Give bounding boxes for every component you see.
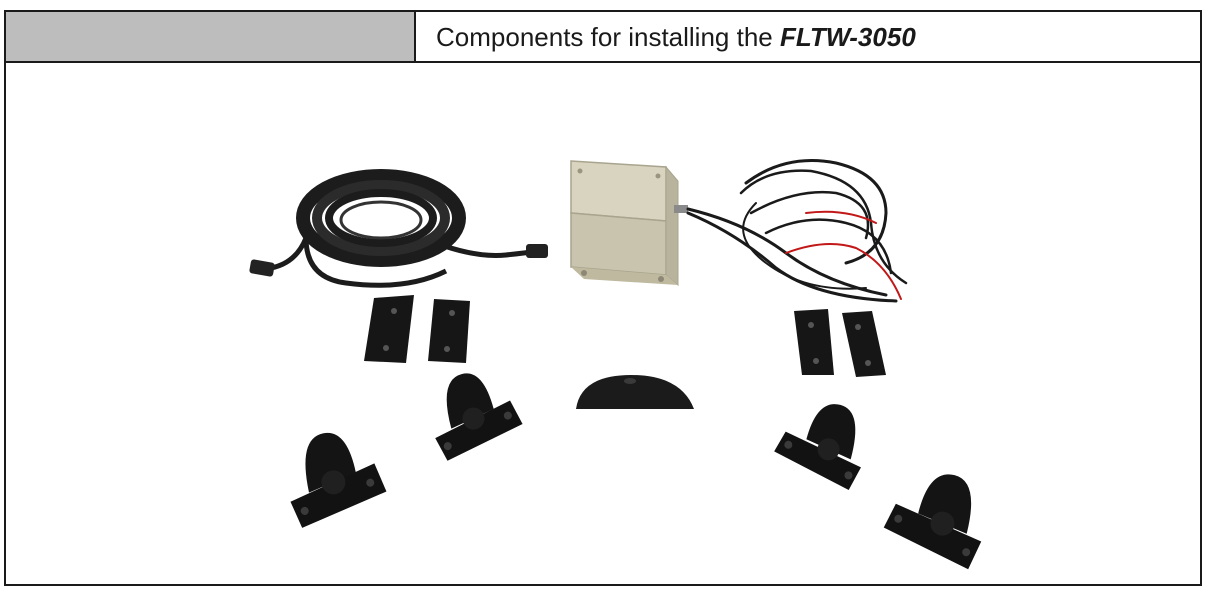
sensor-brackets <box>290 373 982 570</box>
components-table: Components for installing the FLTW-3050 <box>4 10 1202 586</box>
components-photo <box>249 159 982 570</box>
model-number: FLTW-3050 <box>779 22 916 52</box>
mounting-plates-left <box>364 295 470 363</box>
wiring-harness <box>686 159 908 303</box>
mounting-plates-right <box>794 309 886 377</box>
display-unit <box>576 375 694 409</box>
header-title: Components for installing the FLTW-3050 <box>436 12 916 61</box>
coiled-extension-cable <box>249 169 548 288</box>
table-header-row: Components for installing the FLTW-3050 <box>6 12 1200 63</box>
title-prefix: Components for installing the <box>436 22 773 52</box>
header-label-cell <box>6 12 416 61</box>
control-box <box>570 160 688 287</box>
